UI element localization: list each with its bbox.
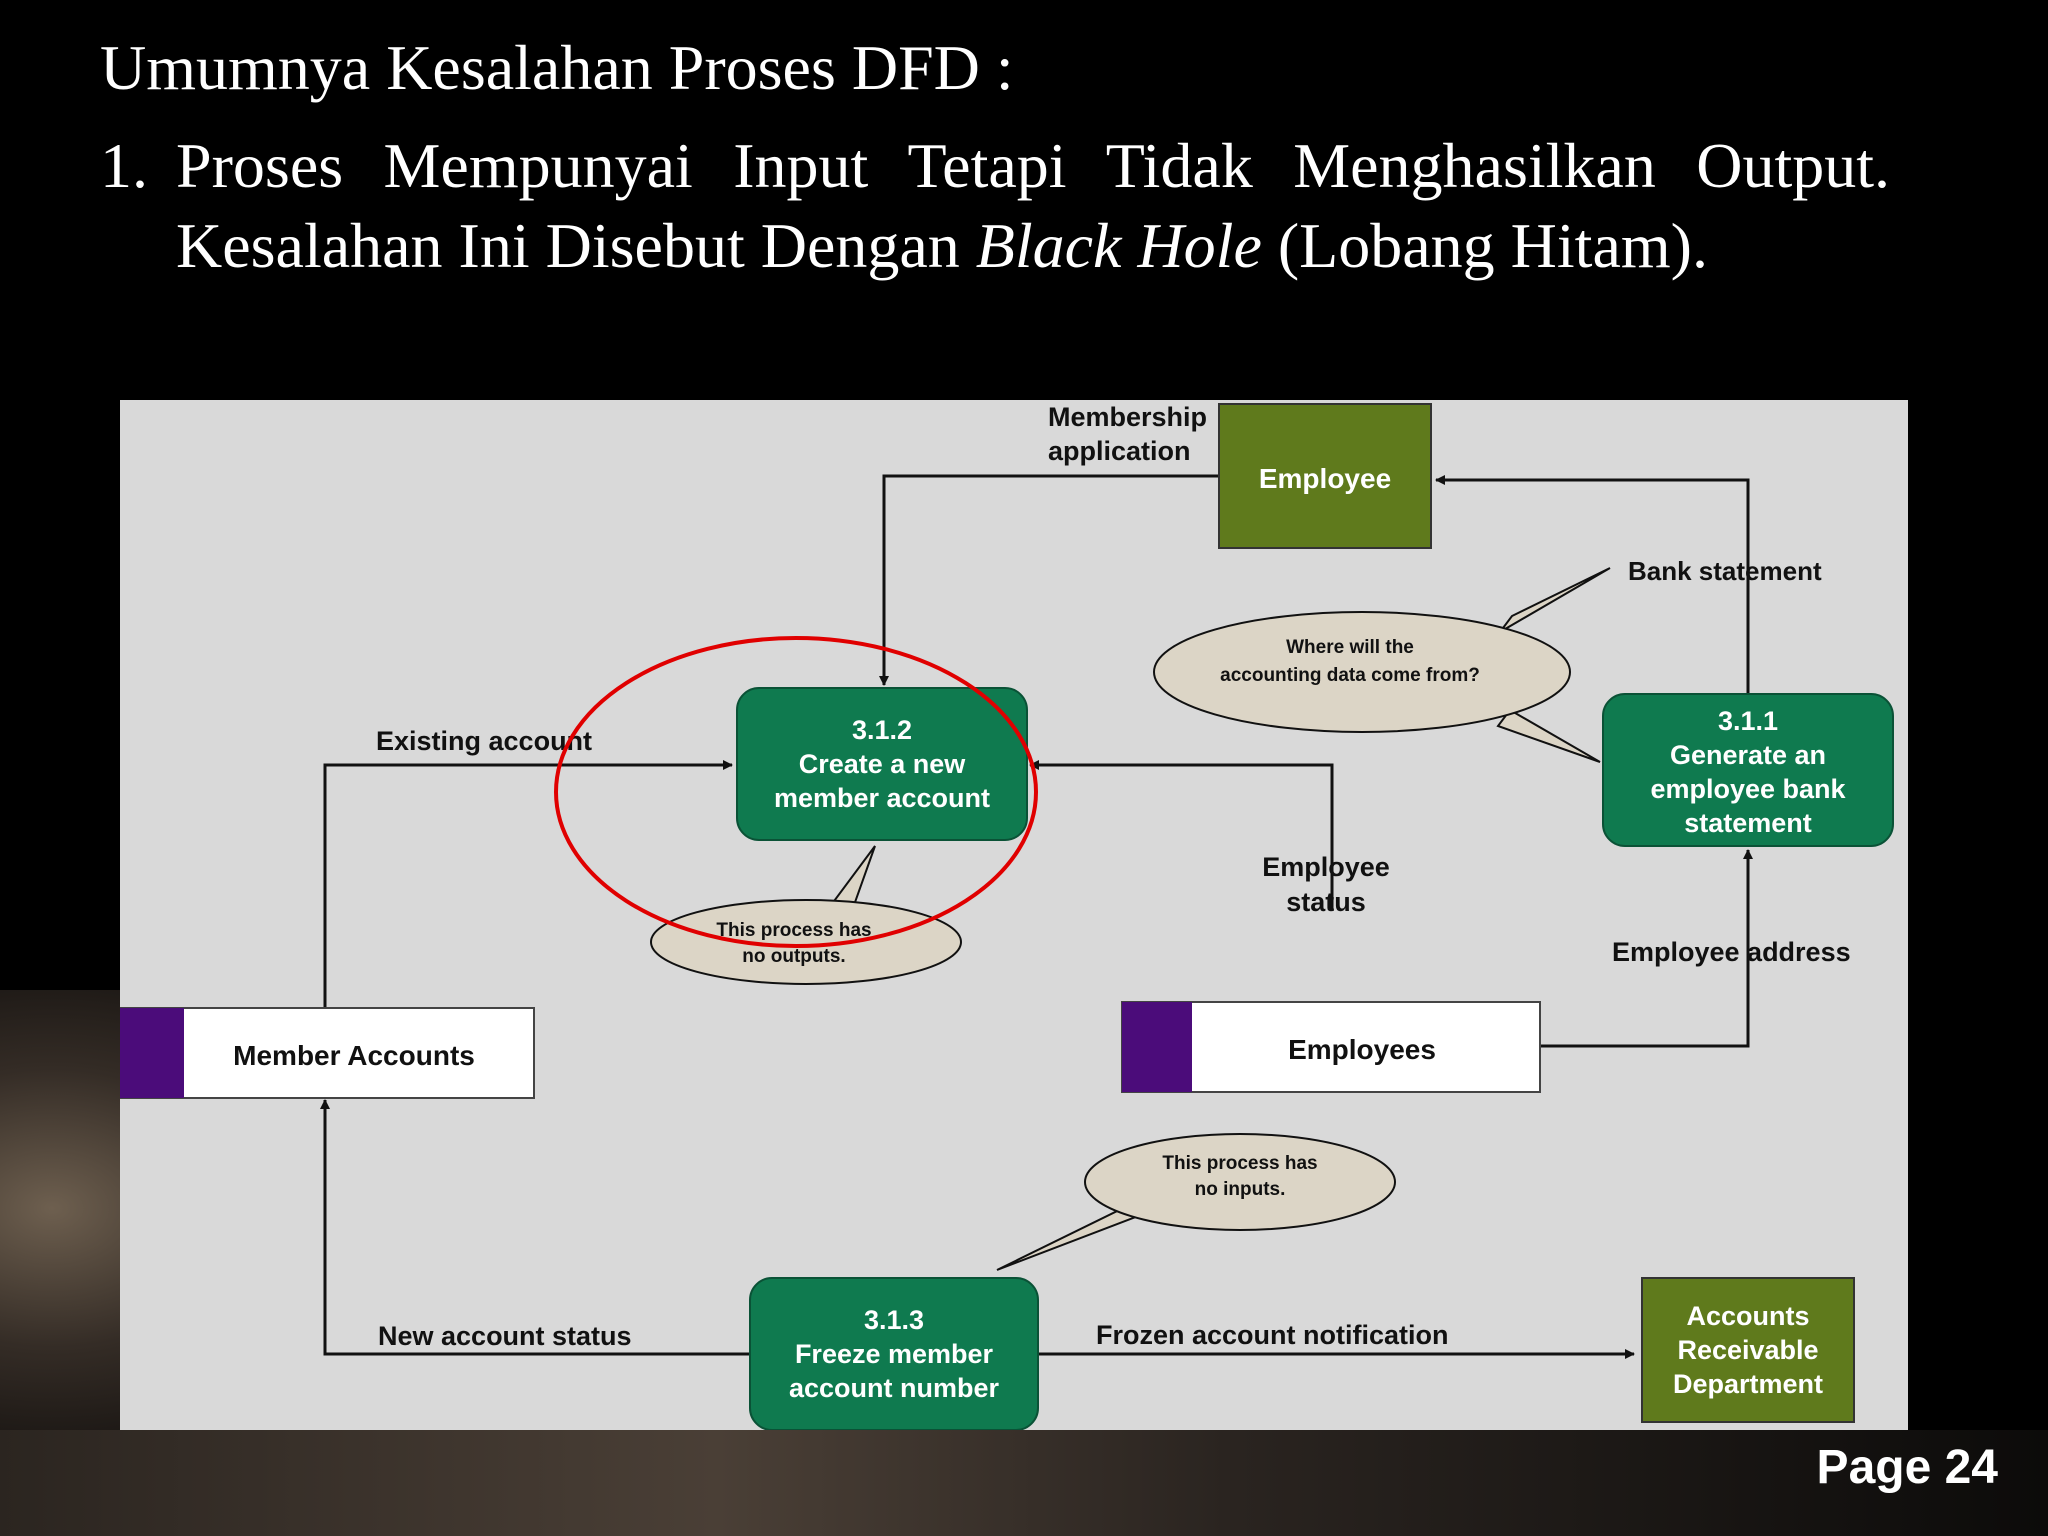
flow-label-frozen-notification: Frozen account notification bbox=[1096, 1320, 1449, 1350]
decorative-bottom-band bbox=[0, 1430, 2048, 1536]
flow-existing-account bbox=[323, 760, 733, 1008]
flow-label-bank-statement: Bank statement bbox=[1628, 556, 1822, 586]
item-text-end: (Lobang Hitam). bbox=[1261, 210, 1708, 281]
entity-accounts-receivable: Accounts Receivable Department bbox=[1641, 1277, 1855, 1423]
entity-ar-line2: Receivable bbox=[1677, 1335, 1818, 1365]
flow-label-membership-1: Membership bbox=[1048, 402, 1207, 432]
callout-where-line1: Where will the bbox=[1286, 637, 1414, 658]
entity-ar-line3: Department bbox=[1673, 1369, 1823, 1399]
entity-ar-line1: Accounts bbox=[1686, 1301, 1809, 1331]
flow-label-new-account-status: New account status bbox=[378, 1321, 632, 1351]
flow-label-employee-status-1: Employee bbox=[1262, 852, 1390, 882]
item-text-italic: Black Hole bbox=[975, 210, 1262, 281]
process-3-1-2: 3.1.2 Create a new member account bbox=[736, 687, 1028, 841]
flow-employee-address bbox=[1540, 849, 1753, 1048]
store-employees-label: Employees bbox=[1288, 1034, 1436, 1065]
dfd-diagram-svg: Where will the accounting data come from… bbox=[119, 402, 1894, 1431]
callout-no-outputs-line2: no outputs. bbox=[742, 946, 845, 967]
entity-employee-label: Employee bbox=[1259, 463, 1391, 494]
process-3-1-3-id: 3.1.3 bbox=[864, 1305, 924, 1335]
store-member-accounts-label: Member Accounts bbox=[233, 1040, 475, 1071]
process-3-1-2-id: 3.1.2 bbox=[852, 715, 912, 745]
dfd-diagram: Where will the accounting data come from… bbox=[119, 400, 1908, 1431]
process-3-1-3-line2: account number bbox=[789, 1373, 1000, 1403]
callout-no-outputs-line1: This process has bbox=[716, 920, 871, 941]
callout-where-line2: accounting data come from? bbox=[1220, 665, 1480, 686]
process-3-1-3-line1: Freeze member bbox=[795, 1339, 994, 1369]
flow-membership-application bbox=[879, 474, 1219, 686]
process-3-1-3: 3.1.3 Freeze member account number bbox=[749, 1277, 1039, 1431]
list-item: 1. Proses Mempunyai Input Tetapi Tidak M… bbox=[100, 126, 1890, 286]
flow-employee-status bbox=[1029, 760, 1334, 910]
process-3-1-1-line3: statement bbox=[1684, 808, 1812, 838]
highlight-circle bbox=[554, 636, 1038, 948]
flow-label-membership-2: application bbox=[1048, 436, 1191, 466]
process-3-1-1: 3.1.1 Generate an employee bank statemen… bbox=[1602, 693, 1894, 847]
entity-employee: Employee bbox=[1218, 403, 1432, 549]
callout-no-inputs-line1: This process has bbox=[1162, 1153, 1317, 1174]
page-number: Page 24 bbox=[1816, 1441, 1998, 1494]
flow-bank-statement bbox=[1435, 475, 1750, 694]
process-3-1-1-line1: Generate an bbox=[1670, 740, 1826, 770]
callout-where-data: Where will the accounting data come from… bbox=[1153, 567, 1611, 763]
store-member-accounts: Member Accounts bbox=[119, 1007, 535, 1099]
process-3-1-1-id: 3.1.1 bbox=[1718, 706, 1778, 736]
item-text-main: Proses Mempunyai Input Tetapi Tidak Meng… bbox=[176, 130, 1890, 281]
callout-no-inputs-line2: no inputs. bbox=[1195, 1179, 1286, 1200]
store-employees: Employees bbox=[1121, 1001, 1541, 1093]
process-3-1-2-line1: Create a new bbox=[799, 749, 967, 779]
list-item-text: Proses Mempunyai Input Tetapi Tidak Meng… bbox=[176, 126, 1890, 286]
process-3-1-1-line2: employee bank bbox=[1650, 774, 1846, 804]
flow-new-account-status bbox=[320, 1099, 750, 1356]
flow-label-existing-account: Existing account bbox=[376, 726, 592, 756]
flow-label-employee-address: Employee address bbox=[1612, 937, 1851, 967]
flow-label-employee-status-2: status bbox=[1286, 887, 1366, 917]
list-item-number: 1. bbox=[100, 130, 148, 201]
slide-title: Umumnya Kesalahan Proses DFD : bbox=[100, 32, 1014, 103]
callout-no-inputs: This process has no inputs. bbox=[996, 1133, 1396, 1271]
process-3-1-2-line2: member account bbox=[774, 783, 990, 813]
callout-no-outputs: This process has no outputs. bbox=[650, 845, 962, 985]
